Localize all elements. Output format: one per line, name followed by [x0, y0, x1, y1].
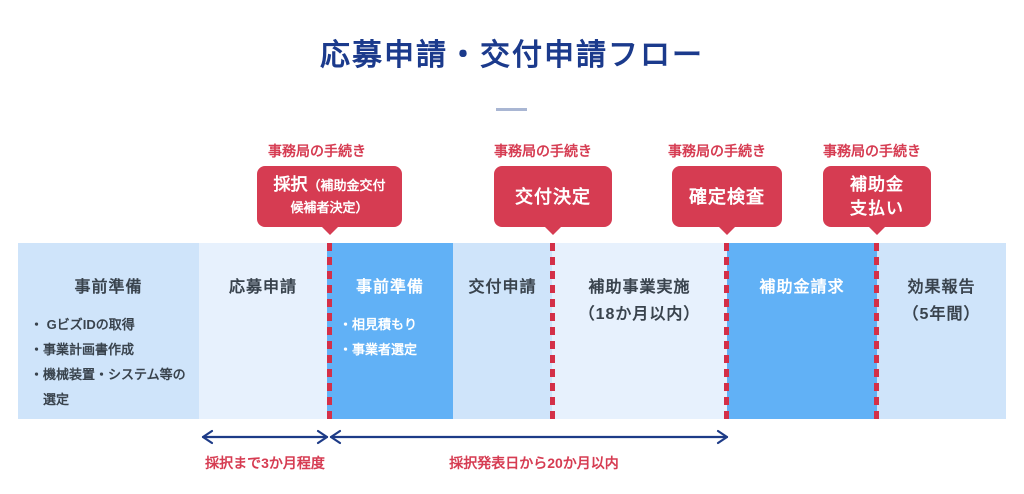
bubble-pointer: [868, 226, 886, 235]
callout-tag: 事務局の手続き: [268, 143, 366, 159]
subsidy-payment-bubble: 補助金 支払い: [823, 166, 931, 235]
bubble-text-line: 補助金: [850, 174, 904, 194]
phase-title: 交付申請: [468, 279, 537, 296]
phase-preparation-2: 事前準備 ・相見積もり ・事業者選定: [327, 243, 453, 419]
grant-decision-bubble: 交付決定: [494, 166, 612, 235]
phase-title: 事前準備: [74, 279, 143, 296]
timeline-arrow-until-adoption: [201, 429, 329, 445]
phase-title: 応募申請: [228, 279, 297, 296]
bubble-pointer: [544, 226, 562, 235]
bubble-text-line: 確定検査: [689, 186, 765, 207]
callout-tag: 事務局の手続き: [668, 143, 766, 159]
period-label-until-adoption: 採択まで3か月程度: [205, 455, 325, 471]
phase-item: ・機械装置・システム等の選定: [30, 367, 186, 407]
callout-grant-decision: 事務局の手続き 交付決定: [494, 141, 612, 235]
bubble-text-line: 採択（補助金交付: [273, 175, 386, 194]
phase-result-report: 効果報告 （5年間）: [877, 243, 1006, 419]
phase-title: 効果報告 （5年間）: [877, 243, 1006, 328]
bubble-pointer: [718, 226, 736, 235]
callout-tag: 事務局の手続き: [494, 143, 592, 159]
phase-item: ・ GビズIDの取得: [30, 317, 135, 332]
phase-item: ・相見積もり: [339, 317, 418, 332]
callout-final-inspection: 事務局の手続き 確定検査: [668, 141, 782, 235]
callout-tag: 事務局の手続き: [823, 143, 921, 159]
phase-item-list: ・ GビズIDの取得 ・事業計画書作成 ・機械装置・システム等の選定: [18, 312, 199, 412]
phase-title-line1: 補助事業実施: [588, 279, 691, 296]
timeline-arrow-after-adoption: [329, 429, 729, 445]
page-title: 応募申請・交付申請フロー: [320, 39, 704, 72]
bubble-text-line: 支払い: [850, 198, 904, 218]
phase-application: 応募申請: [199, 243, 327, 419]
dashed-separator-subsidy-payment: [874, 243, 879, 419]
callout-adoption: 事務局の手続き 採択（補助金交付 候補者決定）: [257, 141, 402, 235]
phase-item-list: ・相見積もり ・事業者選定: [327, 312, 453, 362]
dashed-separator-adoption: [327, 243, 332, 419]
bubble-text-line: 交付決定: [515, 186, 591, 207]
dashed-separator-final-inspection: [724, 243, 729, 419]
period-label-after-adoption: 採択発表日から20か月以内: [449, 455, 619, 471]
phase-grant-application: 交付申請: [453, 243, 552, 419]
adoption-bubble: 採択（補助金交付 候補者決定）: [257, 166, 402, 235]
dashed-separator-grant-decision: [550, 243, 555, 419]
phase-project-execution: 補助事業実施 （18か月以内）: [552, 243, 727, 419]
bubble-pointer: [320, 226, 339, 235]
callout-subsidy-payment: 事務局の手続き 補助金 支払い: [823, 141, 931, 235]
final-inspection-bubble: 確定検査: [672, 166, 782, 235]
phase-item: ・事業計画書作成: [30, 342, 135, 357]
phase-preparation: 事前準備 ・ GビズIDの取得 ・事業計画書作成 ・機械装置・システム等の選定: [18, 243, 199, 419]
phase-title-line1: 効果報告: [907, 279, 976, 296]
phase-title-line2: （5年間）: [902, 306, 981, 323]
title-divider: [496, 108, 527, 111]
bubble-text-line: 候補者決定）: [290, 200, 369, 215]
phase-title: 補助金請求: [759, 279, 845, 296]
phase-title-line2: （18か月以内）: [578, 306, 701, 323]
phase-subsidy-claim: 補助金請求: [727, 243, 877, 419]
phase-title: 事前準備: [355, 279, 424, 296]
phase-title: 補助事業実施 （18か月以内）: [552, 243, 727, 328]
phase-item: ・事業者選定: [339, 342, 418, 357]
